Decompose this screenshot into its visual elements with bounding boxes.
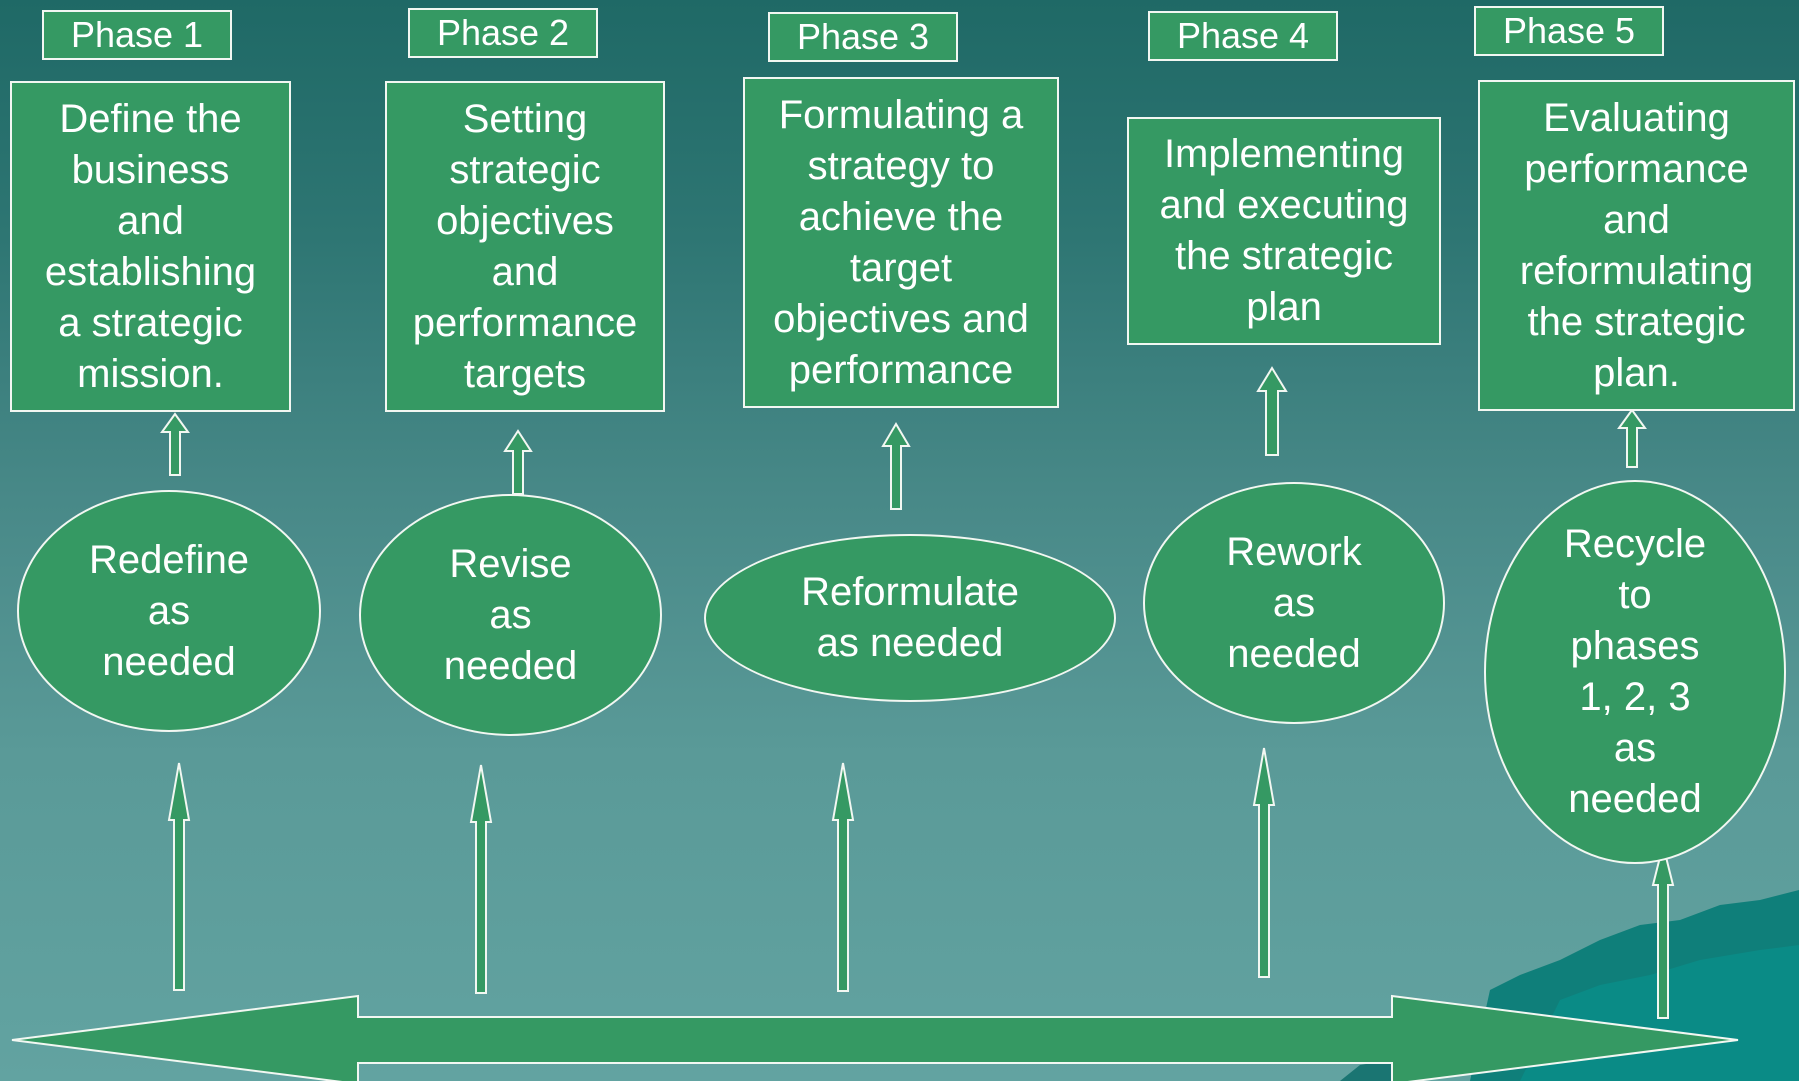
up-arrow-long-3 <box>831 762 855 992</box>
up-arrow-long-1 <box>167 762 191 991</box>
phase-1-action-oval: Redefine as needed <box>17 490 321 732</box>
phase-2-label: Phase 2 <box>408 8 598 58</box>
phase-3-label: Phase 3 <box>768 12 958 62</box>
phase-2-task-box: Setting strategic objectives and perform… <box>385 81 665 412</box>
up-arrow-long-5 <box>1651 844 1675 1019</box>
phase-5-task-box: Evaluating performance and reformulating… <box>1478 80 1795 411</box>
up-arrow-small-2 <box>503 429 533 495</box>
phase-5-task-text: Evaluating performance and reformulating… <box>1519 95 1754 395</box>
phase-1-label: Phase 1 <box>42 10 232 60</box>
phase-1-action-text: Redefine as needed <box>88 537 250 684</box>
double-headed-arrow <box>11 994 1739 1081</box>
phase-2-action-oval: Revise as needed <box>359 494 662 736</box>
phase-2-action-text: Revise as needed <box>443 541 578 688</box>
phase-4-action-oval: Rework as needed <box>1143 482 1445 724</box>
up-arrow-small-3 <box>881 422 911 510</box>
phase-1-task-box: Define the business and establishing a s… <box>10 81 291 412</box>
up-arrow-small-4 <box>1256 366 1288 456</box>
phase-4-label: Phase 4 <box>1148 11 1338 61</box>
up-arrow-long-2 <box>469 764 493 994</box>
phase-5-action-oval: Recycle to phases 1, 2, 3 as needed <box>1484 480 1786 864</box>
phase-4-action-text: Rework as needed <box>1226 529 1362 676</box>
phase-4-task-box: Implementing and executing the strategic… <box>1127 117 1441 345</box>
phase-3-task-box: Formulating a strategy to achieve the ta… <box>743 77 1059 408</box>
phase-1-task-text: Define the business and establishing a s… <box>44 96 257 396</box>
up-arrow-small-1 <box>160 412 190 476</box>
up-arrow-long-4 <box>1252 747 1276 978</box>
phase-3-action-text: Reformulate as needed <box>801 570 1019 665</box>
phase-5-label: Phase 5 <box>1474 6 1664 56</box>
up-arrow-small-5 <box>1617 408 1647 468</box>
phase-3-task-text: Formulating a strategy to achieve the ta… <box>773 92 1029 392</box>
phase-5-action-text: Recycle to phases 1, 2, 3 as needed <box>1563 522 1707 821</box>
phase-4-task-text: Implementing and executing the strategic… <box>1159 132 1409 329</box>
phase-3-action-oval: Reformulate as needed <box>704 534 1116 702</box>
phase-2-task-text: Setting strategic objectives and perform… <box>412 96 638 396</box>
